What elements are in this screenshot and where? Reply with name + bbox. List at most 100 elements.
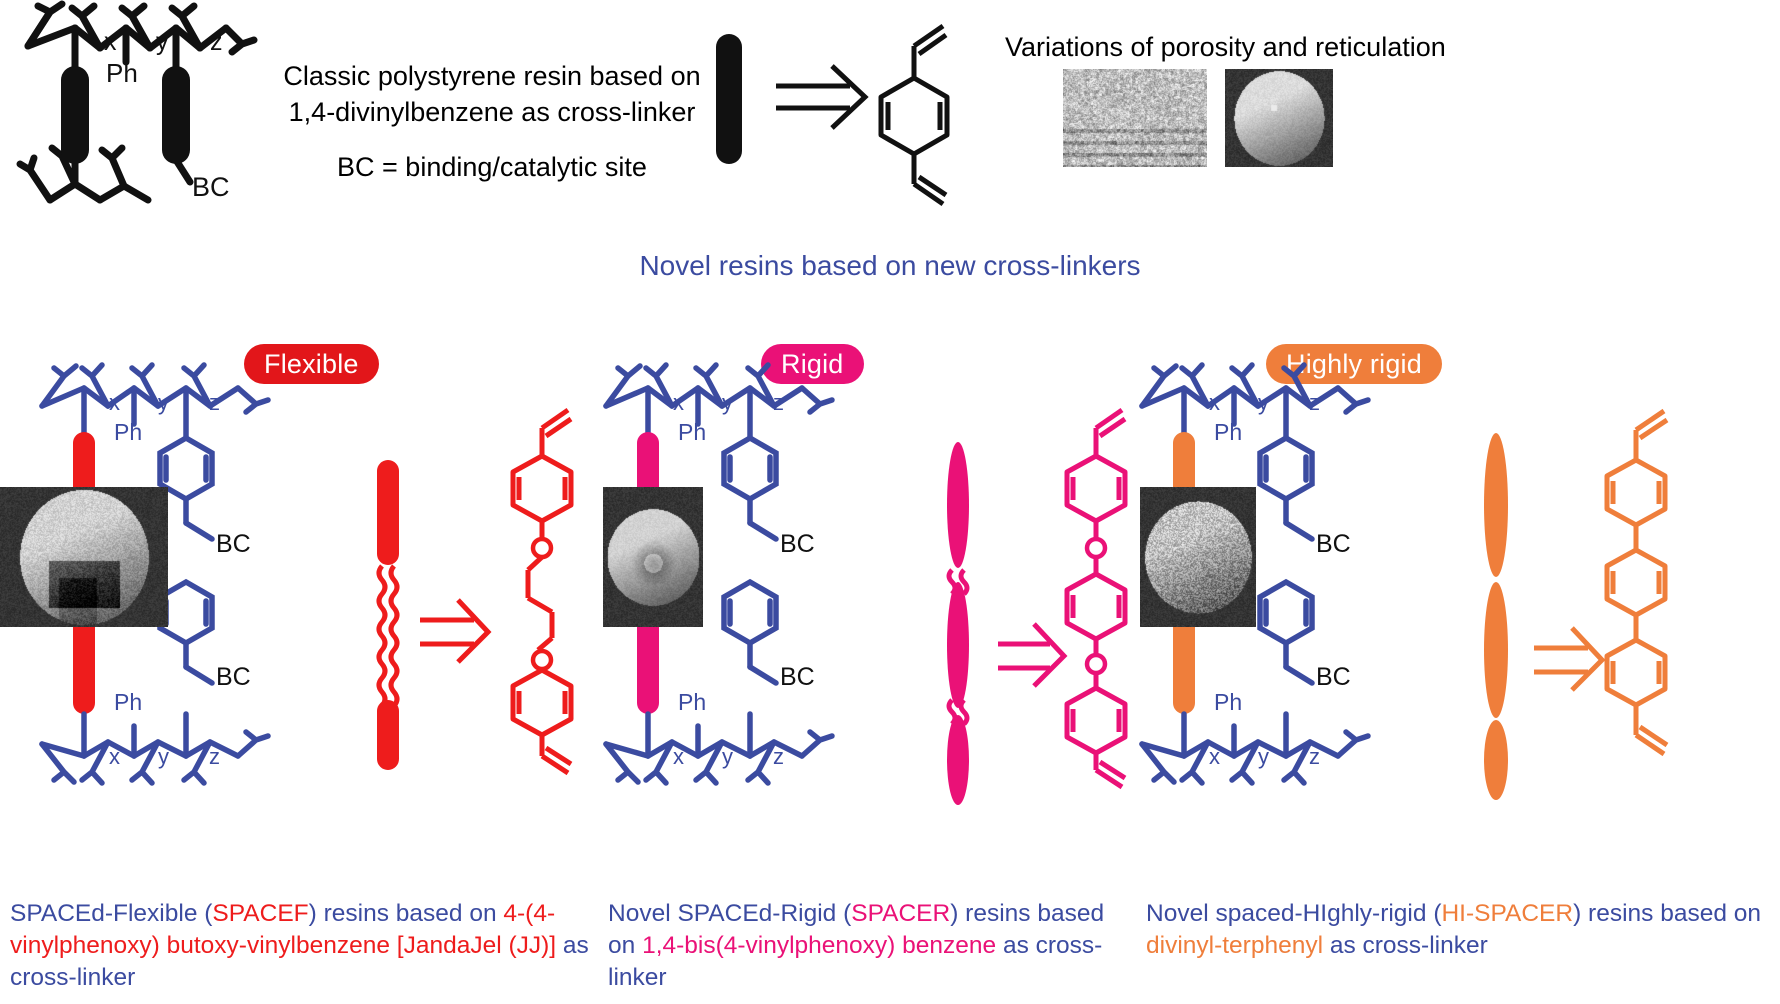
rod-segment-bottom <box>947 715 969 805</box>
micrograph-spacef-bead <box>0 487 168 627</box>
label-bc-bottom: BC <box>1316 663 1351 691</box>
caption-spacef-run-4: as cross-linker <box>10 931 589 991</box>
panel-spacer-network: x y z Ph BC BC Ph x y z <box>600 360 890 786</box>
caption-spacef: SPACEd-Flexible (SPACEF) resins based on… <box>10 898 590 994</box>
micrograph-spacer-bead <box>603 487 703 627</box>
caption-spacer-run-4: as cross-linker <box>608 931 1103 991</box>
label-z: z <box>210 28 223 56</box>
label-x: x <box>1209 390 1220 415</box>
caption-spacef-run-1: SPACEF <box>212 900 309 927</box>
label-ph-bottom: Ph <box>678 689 706 715</box>
rod-segment-top <box>947 442 969 568</box>
hispacer-molecule-svg <box>1604 408 1669 757</box>
label-y-bottom: y <box>158 744 169 769</box>
oxygen-atom-bottom <box>530 648 554 672</box>
label-bc-bottom: BC <box>216 663 251 691</box>
caption-hispacer-run-3: based on <box>1660 900 1762 927</box>
coil-upper-left <box>946 568 958 596</box>
rod-segment-mid <box>1484 582 1508 718</box>
caption-spacef-run-0: SPACEd-Flexible ( <box>10 900 213 927</box>
spacef-crosslinker-svg <box>376 460 492 770</box>
classic-crosslinker-svg <box>716 23 950 207</box>
divinylbenzene-structure <box>878 23 950 207</box>
label-ph: Ph <box>678 419 706 445</box>
coil-right <box>388 564 400 708</box>
coil-left <box>376 564 388 708</box>
label-y: y <box>156 28 169 56</box>
hispacer-molecule <box>1576 398 1766 778</box>
label-x: x <box>673 390 684 415</box>
label-z-bottom: z <box>773 744 784 769</box>
spacef-crosslinker-schematic <box>332 400 582 770</box>
rod-icon <box>716 34 742 164</box>
caption-spacer-run-2: ) resins based on <box>608 900 1105 959</box>
coil-lower-left <box>946 698 958 726</box>
label-z: z <box>209 390 220 415</box>
porosity-title: Variations of porosity and reticulation <box>1005 32 1446 62</box>
label-ph-bottom: Ph <box>114 689 142 715</box>
label-y: y <box>158 390 169 415</box>
label-x: x <box>104 28 117 56</box>
label-ph: Ph <box>1214 419 1242 445</box>
spacer-crosslinker-svg <box>946 442 1068 805</box>
bc-legend: BC = binding/catalytic site <box>337 152 647 182</box>
caption-spacer: Novel SPACEd-Rigid (SPACER) resins based… <box>608 898 1128 994</box>
caption-hispacer-run-0: Novel spaced-HIghly-rigid ( <box>1146 900 1442 927</box>
spacer-network-svg: x y z Ph BC BC Ph x y z <box>603 362 835 786</box>
label-bc: BC <box>192 172 230 202</box>
badge-rigid[interactable]: Rigid <box>761 344 864 384</box>
double-arrow-icon <box>420 598 492 664</box>
micrograph-porosity-rough <box>1063 69 1207 167</box>
classic-resin-caption: Classic polystyrene resin based on 1,4-d… <box>283 61 701 128</box>
label-y: y <box>1258 390 1269 415</box>
spacef-molecule-svg <box>510 407 574 776</box>
double-arrow-icon <box>1534 626 1606 692</box>
label-y-bottom: y <box>722 744 733 769</box>
double-arrow-icon <box>998 622 1068 688</box>
spacer-crosslinker-schematic <box>902 400 1152 805</box>
label-bc-bottom: BC <box>780 663 815 691</box>
label-x-bottom: x <box>109 744 120 769</box>
label-ph-bottom: Ph <box>1214 689 1242 715</box>
hispacer-crosslinker-schematic <box>1440 400 1690 800</box>
spacer-molecule-svg <box>1064 407 1128 790</box>
caption-spacer-run-0: Novel SPACEd-Rigid ( <box>608 900 852 927</box>
rod-segment-top <box>1484 433 1508 577</box>
caption-spacef-run-2: ) resins based on <box>308 900 504 927</box>
caption-hispacer-run-4: divinyl-terphenyl <box>1146 931 1324 959</box>
label-bc-top: BC <box>216 530 251 558</box>
crosslinker-rod-black <box>61 66 89 164</box>
classic-network-svg: x y z Ph BC <box>16 0 258 204</box>
micrograph-porosity-smooth <box>1225 69 1333 167</box>
oxygen-atom-top <box>530 536 554 560</box>
coil-lower-right <box>958 698 970 726</box>
coil-upper-right <box>958 568 970 596</box>
label-ph: Ph <box>106 58 138 88</box>
label-bc-top: BC <box>1316 530 1351 558</box>
oxygen-atom-top <box>1084 536 1108 560</box>
classic-network-diagram: x y z Ph BC <box>16 0 270 215</box>
caption-hispacer-run-1: HI-SPACER <box>1441 900 1574 927</box>
badge-flexible-label: Flexible <box>264 348 359 379</box>
caption-hispacer-run-2: ) resins <box>1573 900 1661 927</box>
caption-spacef-run-3: 4-(4-vinylphenoxy) butoxy-vinylbenzene [… <box>10 900 557 959</box>
rod-segment-top <box>377 460 399 565</box>
badge-flexible[interactable]: Flexible <box>244 344 379 384</box>
caption-spacer-run-1: SPACER <box>851 900 951 927</box>
caption-hispacer: Novel spaced-HIghly-rigid (HI-SPACER) re… <box>1146 898 1771 962</box>
label-x-bottom: x <box>1209 744 1220 769</box>
label-ph: Ph <box>114 419 142 445</box>
spacer-molecule <box>1036 398 1216 790</box>
label-x: x <box>109 390 120 415</box>
oxygen-atom-bottom <box>1084 652 1108 676</box>
double-arrow-icon <box>776 64 869 130</box>
label-z: z <box>1309 390 1320 415</box>
micrograph-hispacer-bead <box>1140 487 1256 627</box>
classic-crosslinker-schematic <box>700 18 1000 218</box>
label-bc-top: BC <box>780 530 815 558</box>
label-y-bottom: y <box>1258 744 1269 769</box>
rod-segment-mid <box>947 582 969 708</box>
label-z-bottom: z <box>1309 744 1320 769</box>
spacef-molecule <box>482 398 662 778</box>
caption-spacer-run-3: 1,4-bis(4-vinylphenoxy) benzene <box>642 931 997 959</box>
